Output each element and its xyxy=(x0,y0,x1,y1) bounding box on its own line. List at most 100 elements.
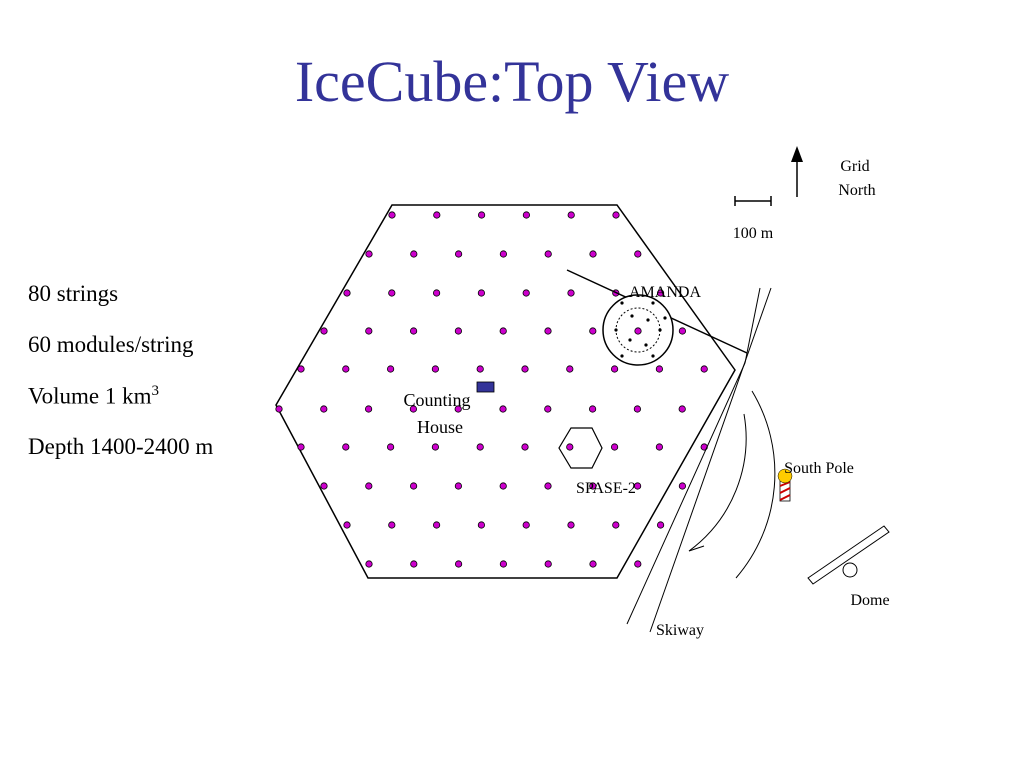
house-label: House xyxy=(417,417,463,437)
amanda-string-dot xyxy=(644,343,648,347)
string-dot xyxy=(343,289,351,297)
string-dot xyxy=(589,250,597,258)
string-dot xyxy=(656,289,665,297)
string-dot xyxy=(388,211,396,219)
string-dot xyxy=(365,482,373,490)
fact-volume-exponent: 3 xyxy=(151,383,160,399)
string-dot xyxy=(386,365,395,373)
amanda-string-dot xyxy=(663,316,667,320)
string-dot xyxy=(678,327,687,335)
north-label: North xyxy=(838,182,875,199)
string-dot xyxy=(365,250,373,258)
string-dot xyxy=(432,521,441,529)
string-dot xyxy=(522,289,530,297)
string-dot xyxy=(342,365,350,373)
string-dot xyxy=(566,443,574,451)
string-dot xyxy=(320,482,328,490)
string-dot xyxy=(499,560,507,568)
dome-building xyxy=(807,525,890,585)
string-dot xyxy=(297,443,305,451)
string-dot xyxy=(431,365,439,373)
spase-2-outline xyxy=(558,427,603,469)
string-dot xyxy=(477,521,485,529)
string-dot xyxy=(522,211,531,219)
string-dot xyxy=(477,211,486,219)
string-dot xyxy=(544,250,552,258)
string-dot xyxy=(431,443,439,451)
string-dot xyxy=(432,289,441,297)
counting-label: Counting xyxy=(403,390,470,410)
string-dot xyxy=(544,560,552,568)
string-dot xyxy=(634,560,642,568)
dome-road-join xyxy=(688,545,705,552)
string-grid xyxy=(275,211,708,568)
facts-list: 80 strings 60 modules/string Volume 1 km… xyxy=(28,282,213,486)
amanda-string-dot xyxy=(651,301,655,305)
string-dot xyxy=(589,482,597,490)
string-dot xyxy=(656,521,665,529)
string-dot xyxy=(409,327,418,335)
fact-depth: Depth 1400-2400 m xyxy=(28,434,214,459)
string-dot xyxy=(388,521,396,529)
string-dot xyxy=(678,482,687,490)
amanda-string-dot xyxy=(630,314,634,318)
string-dot xyxy=(700,365,708,373)
string-dot xyxy=(522,521,530,529)
string-dot xyxy=(410,560,418,568)
string-dot xyxy=(476,443,484,451)
string-dot xyxy=(365,327,373,335)
string-dot xyxy=(476,365,484,373)
dome-label: Dome xyxy=(850,592,889,609)
string-dot xyxy=(634,250,642,258)
string-dot xyxy=(386,443,395,451)
dome-circle xyxy=(842,562,858,578)
fact-volume: Volume 1 km3 xyxy=(28,384,213,435)
string-dot xyxy=(633,405,642,413)
string-dot xyxy=(364,405,373,413)
fact-volume-text: Volume 1 km xyxy=(28,383,152,409)
string-dot xyxy=(655,365,664,373)
string-dot xyxy=(521,365,529,373)
string-dot xyxy=(589,327,597,335)
string-dot xyxy=(612,211,620,219)
string-dot xyxy=(588,405,597,413)
dome-road-outer xyxy=(735,390,776,579)
amanda-center-string xyxy=(634,327,642,335)
fact-modules: 60 modules/string xyxy=(28,332,194,357)
string-dot xyxy=(454,560,463,568)
string-dot xyxy=(589,560,597,568)
grid-label: Grid xyxy=(840,158,869,175)
south-pole-marker xyxy=(777,468,793,502)
string-dot xyxy=(297,365,305,373)
string-dot xyxy=(320,327,328,335)
string-dot xyxy=(521,443,529,451)
amanda-string-dot xyxy=(614,328,618,332)
string-dot xyxy=(410,250,418,258)
amanda-strings xyxy=(614,301,667,358)
fact-strings: 80 strings xyxy=(28,281,119,306)
string-dot xyxy=(499,327,507,335)
amanda-label: AMANDA xyxy=(629,284,701,301)
slide-title: IceCube:Top View xyxy=(294,49,730,114)
string-dot xyxy=(678,405,686,413)
amanda-detector xyxy=(566,269,748,366)
skiway-edge-right xyxy=(649,287,772,633)
string-dot xyxy=(454,482,462,490)
string-dot xyxy=(499,405,507,413)
amanda-string-dot xyxy=(620,301,624,305)
string-dot xyxy=(365,560,373,568)
scale-bar xyxy=(734,196,772,206)
scale-label: 100 m xyxy=(733,225,774,242)
string-dot xyxy=(388,289,396,297)
string-dot xyxy=(544,482,552,490)
amanda-string-dot xyxy=(628,338,632,342)
string-dot xyxy=(409,405,417,413)
string-dot xyxy=(454,405,462,413)
skiway-edge-left xyxy=(626,362,746,625)
string-dot xyxy=(499,250,507,258)
amanda-string-dot xyxy=(651,354,655,358)
string-dot xyxy=(633,482,642,490)
string-dot xyxy=(454,250,463,258)
string-dot xyxy=(544,327,552,335)
